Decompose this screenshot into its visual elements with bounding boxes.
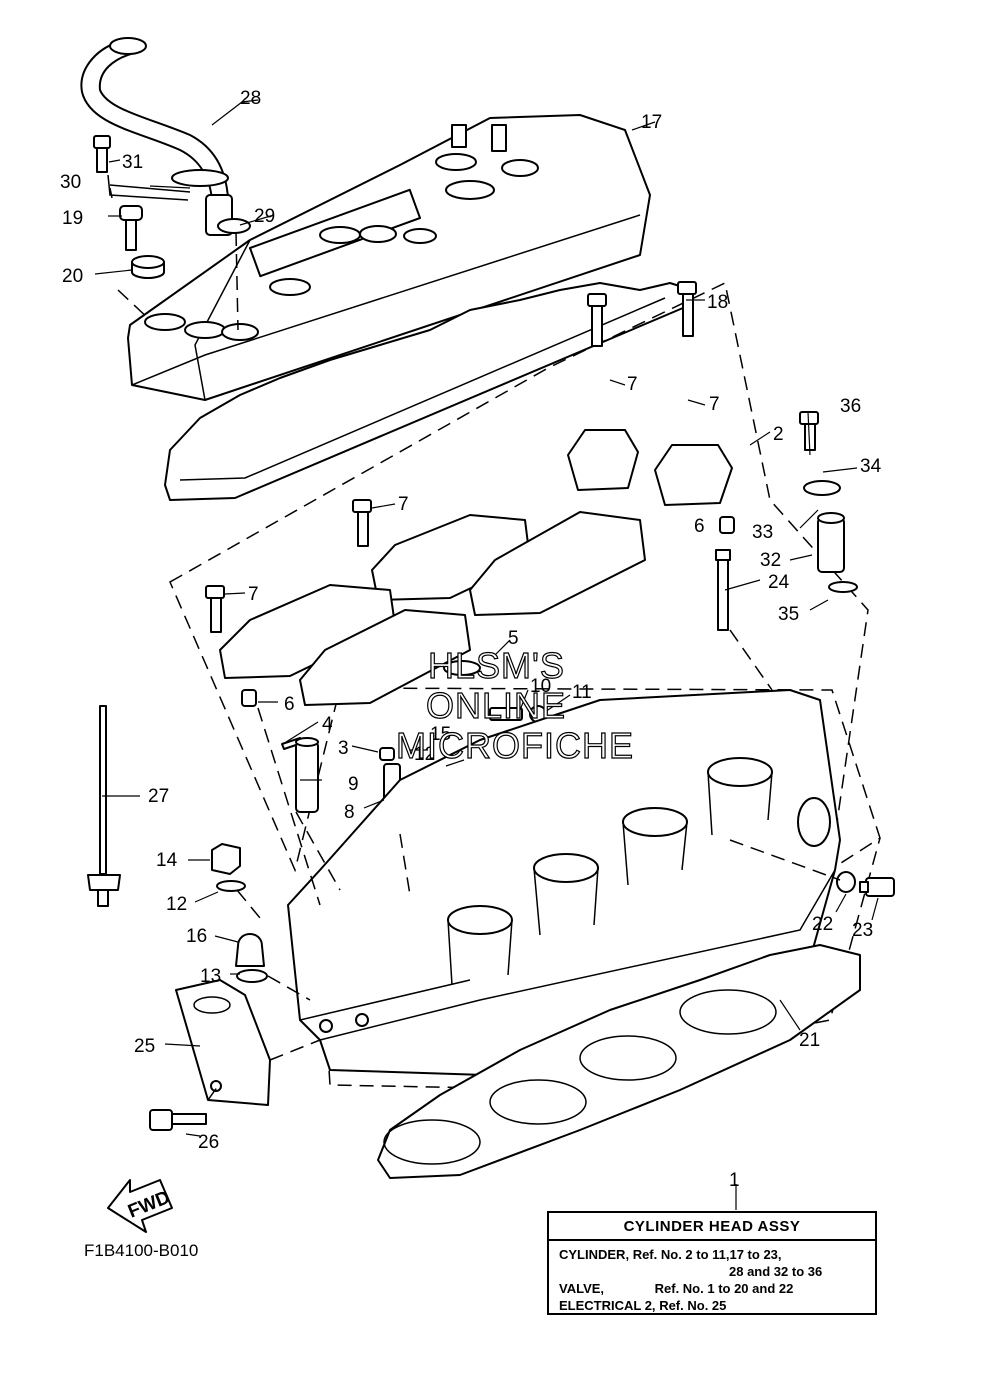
- callout-8: 8: [344, 802, 355, 823]
- legend-key: ELECTRICAL 2,: [559, 1298, 656, 1313]
- callout-21: 21: [799, 1030, 820, 1051]
- callout-17: 17: [641, 112, 662, 133]
- legend-row: ELECTRICAL 2, Ref. No. 25: [559, 1297, 867, 1314]
- callout-12b: 12: [166, 894, 187, 915]
- cylinder-head-cover: [127, 114, 651, 401]
- diagram-code: F1B4100-B010: [84, 1241, 199, 1260]
- washer: [803, 480, 841, 496]
- callout-25: 25: [134, 1036, 155, 1057]
- cap-nut: [235, 933, 265, 967]
- callout-1: 1: [729, 1170, 740, 1191]
- callout-30: 30: [60, 172, 81, 193]
- callout-18: 18: [707, 292, 728, 313]
- callout-19: 19: [62, 208, 83, 229]
- callout-28: 28: [240, 88, 261, 109]
- legend-box: CYLINDER HEAD ASSY CYLINDER, Ref. No. 2 …: [547, 1211, 877, 1315]
- callout-14: 14: [156, 850, 178, 871]
- legend-key: CYLINDER,: [559, 1247, 630, 1262]
- callout-10: 10: [530, 676, 551, 697]
- callout-33: 33: [752, 522, 773, 543]
- callout-labels: 1 2 3 4 5 6 6 7 7 7 7 8 9 10 11 12 12 13…: [60, 88, 882, 1191]
- legend-row: 28 and 32 to 36: [559, 1263, 867, 1280]
- callout-7b: 7: [709, 394, 720, 415]
- callout-7c: 7: [398, 494, 409, 515]
- callout-20: 20: [62, 266, 83, 287]
- callout-29: 29: [254, 206, 275, 227]
- callout-23: 23: [852, 920, 873, 941]
- watermark-line-2: ONLINE: [426, 685, 566, 726]
- tensioner-plug: [817, 512, 845, 573]
- callout-6b: 6: [694, 516, 705, 537]
- callout-4: 4: [322, 714, 333, 735]
- valve-spring: [443, 660, 481, 676]
- dowel-pin: [241, 689, 257, 707]
- callout-7a: 7: [627, 374, 638, 395]
- washer: [236, 969, 268, 983]
- callout-6a: 6: [284, 694, 295, 715]
- callout-5: 5: [508, 628, 519, 649]
- callout-26: 26: [198, 1132, 219, 1153]
- callout-36: 36: [840, 396, 861, 417]
- legend-value: Ref. No. 1 to 20 and 22: [654, 1281, 794, 1296]
- valve-seal: [379, 747, 395, 761]
- dowel-pin: [719, 516, 735, 534]
- bracket: [175, 979, 271, 1106]
- callout-3: 3: [338, 738, 349, 759]
- callout-24: 24: [768, 572, 790, 593]
- bolt: [119, 205, 143, 251]
- washer: [836, 871, 856, 893]
- stud-bolt: [715, 549, 731, 631]
- clamp: [107, 174, 191, 201]
- watermark: HLSM'S ONLINE MICROFICHE: [395, 644, 634, 766]
- nut: [211, 843, 241, 875]
- bolt: [93, 135, 111, 173]
- watermark-line-1: HLSM'S: [428, 645, 565, 686]
- o-ring: [217, 218, 251, 234]
- breather-hose: [80, 37, 233, 236]
- callout-12a: 12: [414, 744, 435, 765]
- legend-title: CYLINDER HEAD ASSY: [549, 1213, 875, 1241]
- callout-22: 22: [812, 914, 833, 935]
- plug-bolt: [489, 707, 523, 721]
- callout-9: 9: [348, 774, 359, 795]
- legend-row: VALVE, Ref. No. 1 to 20 and 22: [559, 1280, 867, 1297]
- callout-2: 2: [773, 424, 784, 445]
- cable-tie: [87, 705, 121, 907]
- watermark-line-3: MICROFICHE: [396, 725, 634, 766]
- legend-value: Ref. No. 2 to 11,17 to 23,: [632, 1247, 782, 1262]
- callout-31: 31: [122, 152, 143, 173]
- legend-value: 28 and 32 to 36: [729, 1264, 823, 1279]
- callout-16: 16: [186, 926, 207, 947]
- legend-value: Ref. No. 25: [659, 1298, 727, 1313]
- callout-27: 27: [148, 786, 169, 807]
- legend-key: VALVE,: [559, 1281, 605, 1296]
- callout-11: 11: [572, 682, 592, 703]
- washer: [216, 880, 246, 892]
- bolt: [149, 1109, 207, 1131]
- o-ring: [828, 581, 858, 593]
- callout-13: 13: [200, 966, 221, 987]
- head-gasket: [377, 944, 861, 1179]
- camshaft-cap: [219, 429, 733, 706]
- fwd-arrow-icon: FWD: [107, 1179, 173, 1233]
- cap-bolt: [205, 281, 697, 633]
- grommet: [131, 255, 165, 279]
- callout-7d: 7: [248, 584, 259, 605]
- legend-rows: CYLINDER, Ref. No. 2 to 11,17 to 23, 28 …: [549, 1241, 875, 1314]
- callout-34: 34: [860, 456, 882, 477]
- valve-guide: [295, 737, 319, 813]
- plug-bolt: [859, 877, 895, 897]
- callout-35: 35: [778, 604, 799, 625]
- callout-32: 32: [760, 550, 781, 571]
- legend-row: CYLINDER, Ref. No. 2 to 11,17 to 23,: [559, 1246, 867, 1263]
- callout-15: 15: [430, 724, 451, 745]
